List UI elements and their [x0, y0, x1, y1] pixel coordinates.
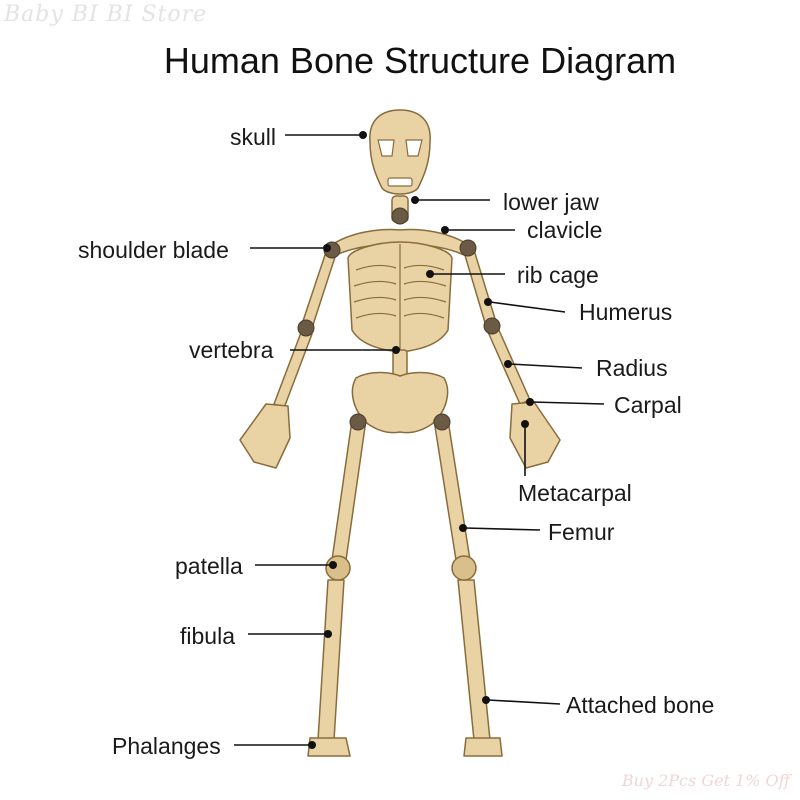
right-elbow-joint	[483, 317, 501, 335]
pelvis-bone	[351, 371, 449, 434]
rib-lines	[353, 244, 447, 350]
right-hip-joint	[433, 413, 451, 431]
left-knee-patella	[325, 555, 351, 581]
label-radius: Radius	[596, 355, 668, 381]
left-hip-joint	[349, 413, 367, 431]
right-humerus-bone	[463, 249, 497, 327]
leader-dots	[308, 131, 534, 749]
left-hand-bone	[239, 403, 291, 469]
label-patella: patella	[175, 553, 243, 579]
label-femur: Femur	[548, 519, 615, 545]
label-carpal: Carpal	[614, 392, 682, 418]
left-tibia-bone	[317, 579, 345, 741]
left-eye-socket	[377, 139, 395, 157]
promo-watermark: Buy 2Pcs Get 1% Off	[621, 771, 790, 790]
diagram-title: Human Bone Structure Diagram	[163, 40, 677, 81]
left-foot-bone	[307, 737, 351, 757]
neck-joint	[391, 207, 409, 225]
left-femur-bone	[331, 419, 367, 561]
left-elbow-joint	[297, 319, 315, 337]
label-lower-jaw: lower jaw	[503, 189, 599, 215]
left-humerus-bone	[301, 251, 337, 329]
right-foot-bone	[463, 737, 503, 757]
label-clavicle: clavicle	[527, 217, 603, 243]
skull-bone	[369, 109, 431, 195]
label-shoulder-blade: shoulder blade	[78, 237, 229, 263]
left-forearm-bone	[273, 329, 313, 409]
leader-lines	[234, 134, 605, 746]
teeth	[387, 177, 413, 187]
right-eye-socket	[405, 139, 423, 157]
right-hand-bone	[509, 401, 561, 469]
right-shoulder-joint	[459, 239, 477, 257]
label-phalanges: Phalanges	[112, 733, 221, 759]
label-skull: skull	[230, 124, 277, 150]
label-fibula: fibula	[180, 623, 235, 649]
label-vertebra: vertebra	[189, 337, 274, 363]
label-metacarpal: Metacarpal	[518, 480, 632, 506]
right-femur-bone	[433, 419, 471, 561]
right-knee-patella	[451, 555, 477, 581]
label-humerus: Humerus	[579, 299, 673, 325]
label-rib-cage: rib cage	[517, 262, 599, 288]
label-attached-bone: Attached bone	[566, 692, 715, 718]
store-watermark: Baby BI BI Store	[4, 2, 208, 27]
right-tibia-bone	[457, 579, 491, 741]
